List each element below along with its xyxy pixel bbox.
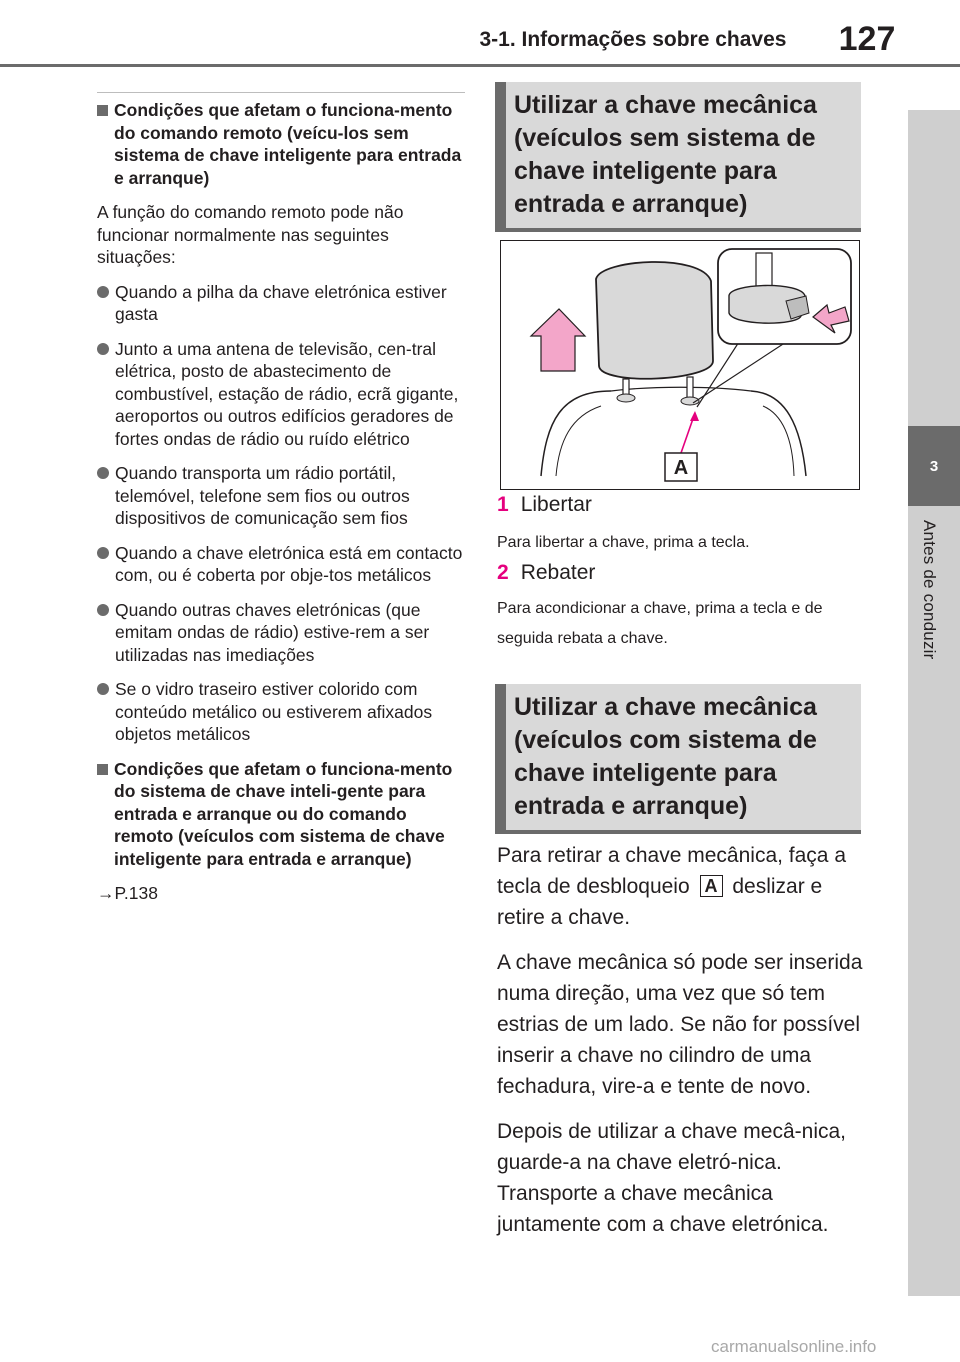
- list-item-text: Junto a uma antena de televisão, cen-tra…: [115, 338, 459, 449]
- list-item-text: Quando a pilha da chave eletrónica estiv…: [115, 281, 447, 325]
- header-divider: [0, 64, 960, 67]
- section-title-no-smart-key: Utilizar a chave mecânica (veículos sem …: [495, 82, 861, 232]
- headrest-key-illustration: A: [500, 240, 860, 490]
- mechanical-key-body: Para retirar a chave mecânica, faça a te…: [497, 840, 867, 1254]
- running-header: 3-1. Informações sobre chaves: [479, 28, 787, 51]
- body-paragraph-2: A chave mecânica só pode ser inserida nu…: [497, 951, 863, 1098]
- body-paragraph-3: Depois de utilizar a chave mecâ-nica, gu…: [497, 1120, 847, 1236]
- bullet-dot-icon: [97, 467, 109, 479]
- list-item-text: Quando a chave eletrónica está em contac…: [115, 542, 463, 586]
- page-reference-link[interactable]: →P.138: [97, 883, 158, 903]
- list-item-text: Quando transporta um rádio portátil, tel…: [115, 463, 410, 528]
- conditions-heading-remote-text: Condições que afetam o funciona-mento do…: [114, 100, 462, 188]
- release-button-label: A: [699, 875, 723, 897]
- left-column: Condições que afetam o funciona-mento do…: [97, 92, 465, 905]
- list-item: Se o vidro traseiro estiver colorido com…: [97, 678, 465, 746]
- list-item: Quando transporta um rádio portátil, tel…: [97, 462, 465, 530]
- step-1-description: Para libertar a chave, prima a tecla.: [497, 534, 750, 551]
- conditions-heading-smart-key: Condições que afetam o funciona-mento do…: [97, 758, 465, 871]
- step-1-title: Libertar: [520, 493, 592, 516]
- section-title-with-smart-key: Utilizar a chave mecânica (veículos com …: [495, 684, 861, 834]
- bullet-dot-icon: [97, 603, 109, 616]
- list-item: Quando a chave eletrónica está em contac…: [97, 542, 465, 587]
- bullet-dot-icon: [97, 285, 109, 298]
- conditions-heading-smart-key-text: Condições que afetam o funciona-mento do…: [114, 758, 453, 869]
- conditions-intro: A função do comando remoto pode não func…: [97, 202, 404, 267]
- step-1: 1 Libertar: [497, 493, 592, 517]
- body-paragraph-1: Para retirar a chave mecânica, faça a te…: [497, 840, 867, 933]
- list-item: Quando a pilha da chave eletrónica estiv…: [97, 281, 465, 326]
- list-item-text: Se o vidro traseiro estiver colorido com…: [115, 679, 433, 744]
- step-2: 2 Rebater: [497, 561, 595, 585]
- bullet-dot-icon: [97, 546, 109, 559]
- step-2-number: 2: [497, 561, 509, 584]
- chapter-side-tab: [908, 110, 960, 1296]
- square-bullet-icon: [97, 763, 108, 775]
- list-item: Quando outras chaves eletrónicas (que em…: [97, 599, 465, 667]
- body-paragraph-1-end: deslizar e retire a chave.: [497, 875, 823, 929]
- figure-label-a: A: [674, 457, 688, 479]
- list-item-text: Quando outras chaves eletrónicas (que em…: [115, 599, 430, 665]
- watermark: carmanualsonline.info: [711, 1337, 877, 1356]
- chapter-number: 3: [908, 426, 960, 506]
- step-2-description: Para acondicionar a chave, prima a tecla…: [497, 600, 823, 647]
- bullet-dot-icon: [97, 342, 109, 355]
- illustration-svg: A: [529, 248, 852, 482]
- conditions-heading-remote: Condições que afetam o funciona-mento do…: [97, 99, 465, 189]
- body-paragraph-1-start: Para retirar a chave mecânica, faça a te…: [497, 844, 847, 898]
- bullet-dot-icon: [97, 683, 109, 695]
- list-item: Junto a uma antena de televisão, cen-tra…: [97, 338, 465, 451]
- step-1-number: 1: [497, 493, 509, 516]
- column-top-rule: [97, 92, 465, 93]
- page-number: 127: [838, 20, 896, 58]
- step-2-title: Rebater: [520, 561, 596, 584]
- chapter-label: Antes de conduzir: [920, 520, 939, 660]
- square-bullet-icon: [97, 105, 108, 116]
